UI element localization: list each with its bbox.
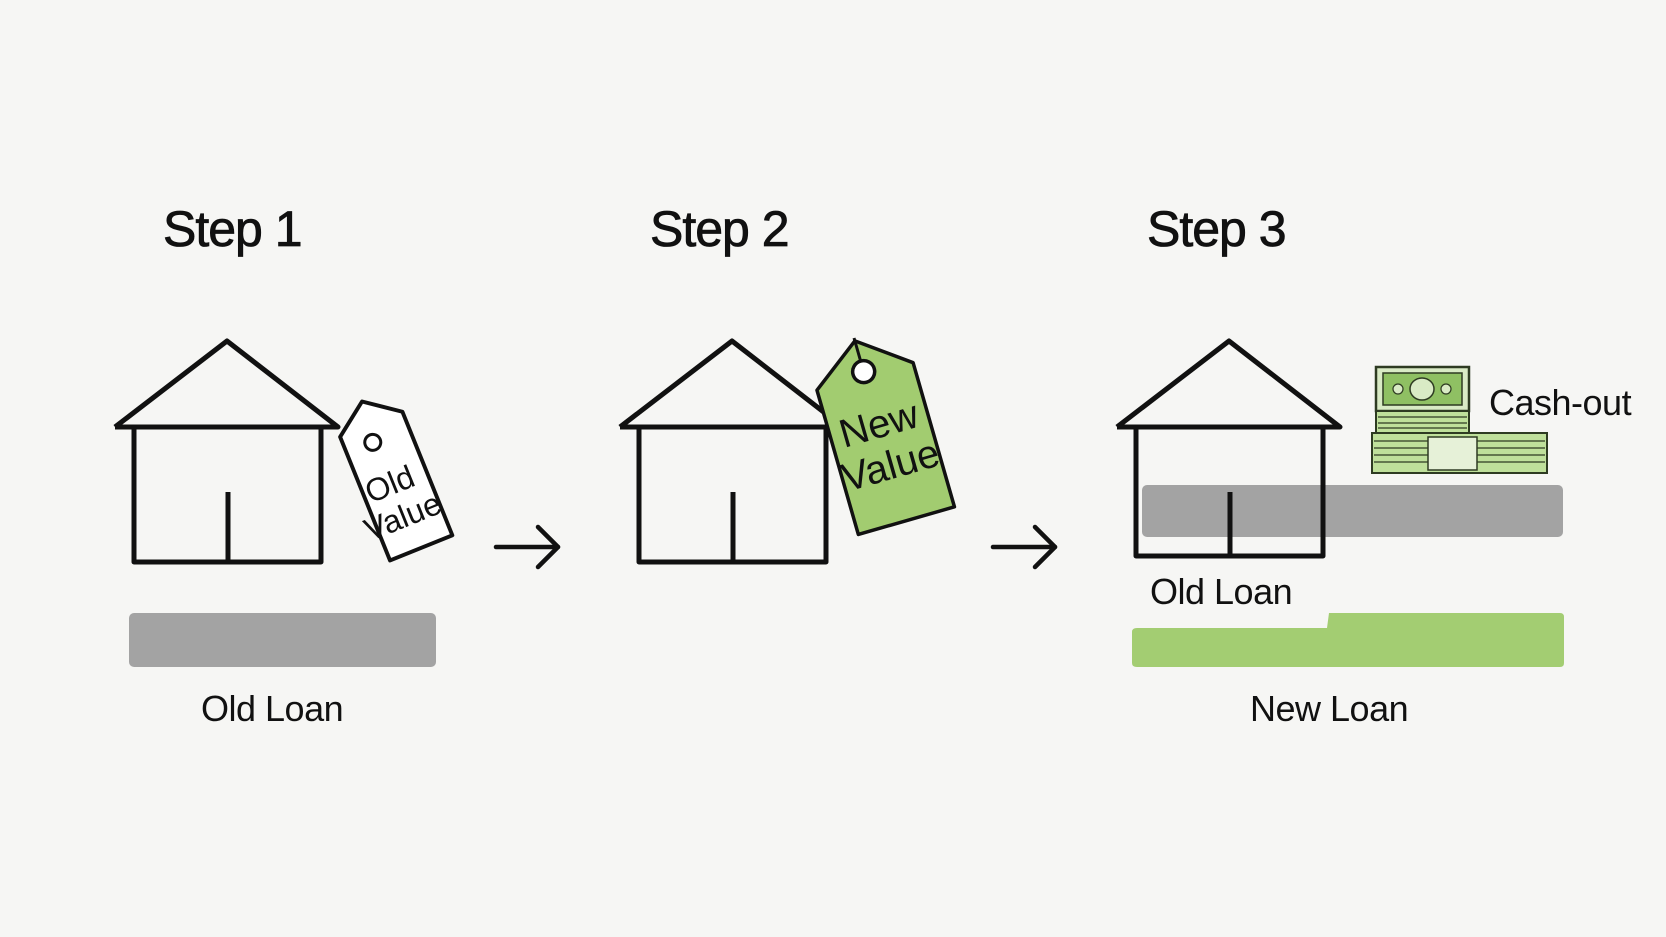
house-icon	[1115, 338, 1343, 559]
step-2-title: Step 2	[650, 201, 790, 258]
price-tag-icon: Old Value	[338, 399, 455, 563]
step-3-old-loan-label: Old Loan	[1150, 571, 1293, 612]
arrow-right-icon	[493, 524, 561, 570]
step-1-old-loan-bar	[129, 613, 436, 667]
step-3-old-loan-bar	[1142, 485, 1563, 537]
price-tag-icon: New Value	[815, 337, 957, 537]
house-icon	[113, 338, 341, 565]
step-3-new-loan-label: New Loan	[1250, 688, 1409, 729]
cash-stack-icon	[1371, 365, 1548, 474]
house-icon	[618, 338, 846, 565]
step-1-title: Step 1	[163, 201, 303, 258]
cash-out-label: Cash-out	[1489, 382, 1632, 423]
step-3-title: Step 3	[1147, 201, 1287, 258]
step-1-old-loan-label: Old Loan	[201, 688, 344, 729]
arrow-right-icon	[990, 524, 1058, 570]
